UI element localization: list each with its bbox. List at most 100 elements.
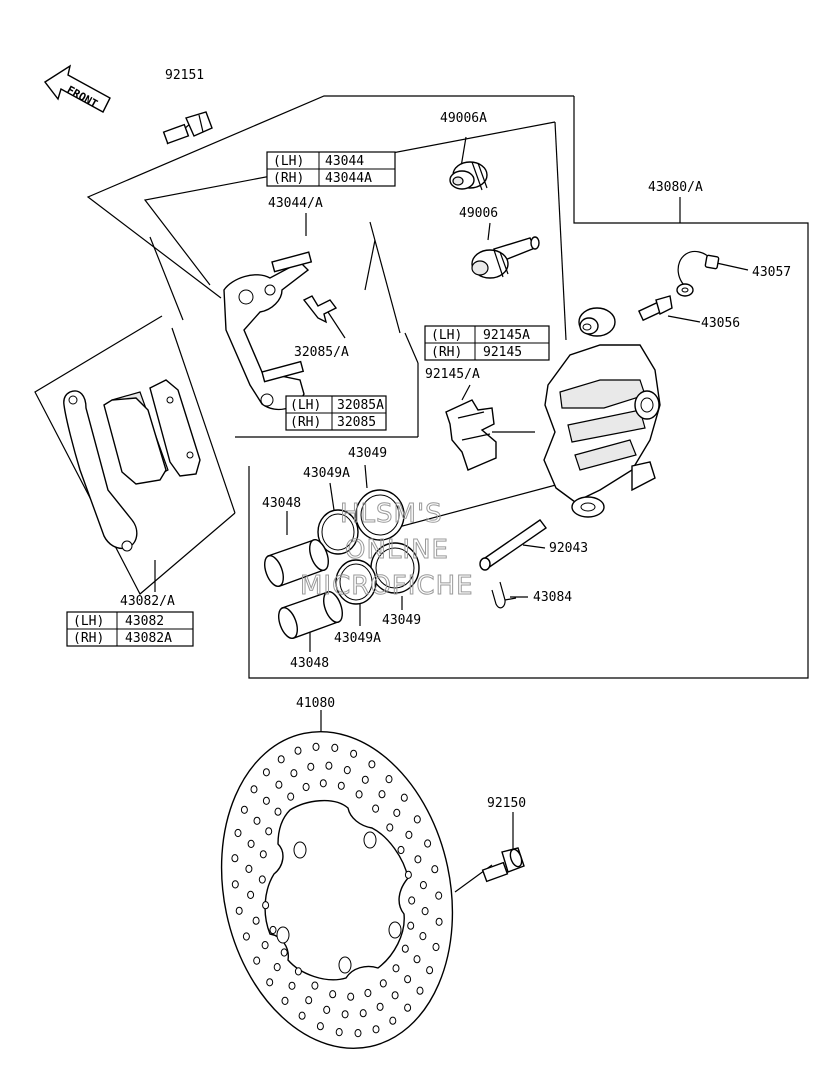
disc-vent-hole xyxy=(259,850,267,859)
table-43044-side-2: (RH) xyxy=(273,171,304,186)
disc-vent-hole xyxy=(386,823,394,832)
disc-vent-hole xyxy=(316,1022,324,1031)
brake-pads-43082-icon xyxy=(63,379,201,552)
disc-vent-hole xyxy=(379,979,387,988)
front-arrow-icon: FRONT xyxy=(43,64,111,113)
disc-vent-hole xyxy=(247,839,255,849)
disc-vent-hole xyxy=(416,986,424,995)
watermark-line-3: MICROFICHE xyxy=(300,571,474,601)
disc-vent-hole xyxy=(361,775,369,784)
label-92151: 92151 xyxy=(165,68,204,83)
disc-vent-hole xyxy=(376,1002,384,1011)
disc-vent-hole xyxy=(240,805,248,814)
disc-vent-hole xyxy=(266,978,274,987)
disc-vent-hole xyxy=(392,964,400,973)
disc-vent-hole xyxy=(401,944,409,953)
disc-vent-hole xyxy=(343,766,351,775)
disc-vent-hole xyxy=(404,975,412,984)
disc-vent-hole xyxy=(242,932,250,941)
disc-vent-hole xyxy=(424,839,432,848)
disc-vent-hole xyxy=(404,1003,412,1012)
watermark-line-1: HLSM'S xyxy=(340,499,443,529)
label-92043: 92043 xyxy=(549,541,588,556)
disc-vent-hole xyxy=(413,815,421,824)
clip-32085-icon xyxy=(302,295,338,324)
disc-vent-hole xyxy=(405,830,413,840)
table-43044-side-1: (LH) xyxy=(273,154,304,169)
table-32085: (LH) 32085A (RH) 32085 xyxy=(285,395,387,431)
disc-vent-hole xyxy=(335,1028,343,1037)
table-43044-part-1: 43044 xyxy=(325,154,364,169)
label-43084: 43084 xyxy=(533,590,572,605)
disc-vent-hole xyxy=(274,807,282,816)
disc-vent-hole xyxy=(359,1009,367,1018)
disc-vent-hole xyxy=(302,782,310,792)
fitting-43057-icon xyxy=(676,250,720,297)
disc-vent-hole xyxy=(419,932,427,941)
label-32085-A: 32085/A xyxy=(294,345,349,360)
seal-43049-top-icon xyxy=(355,489,405,541)
brake-disc-41080-icon xyxy=(220,731,454,1049)
disc-vent-hole xyxy=(364,988,372,998)
boot-49006-icon xyxy=(471,236,540,279)
table-92145-part-2: 92145 xyxy=(483,345,522,360)
disc-vent-hole xyxy=(234,828,242,838)
disc-vent-hole xyxy=(280,948,288,957)
disc-vent-hole xyxy=(408,896,416,905)
disc-vent-hole xyxy=(307,762,315,771)
disc-vent-hole xyxy=(231,854,239,863)
disc-vent-hole xyxy=(435,891,443,900)
bolt-92150-icon xyxy=(481,847,525,883)
disc-vent-hole xyxy=(288,981,296,990)
table-92145-part-1: 92145A xyxy=(483,328,530,343)
disc-mount-hole xyxy=(363,831,377,849)
disc-vent-hole xyxy=(389,1016,397,1025)
clip-43084-icon xyxy=(491,581,517,609)
label-43049A-top: 43049A xyxy=(303,466,350,481)
label-92150: 92150 xyxy=(487,796,526,811)
disc-vent-hole xyxy=(368,760,376,769)
seal-43049-bottom-icon xyxy=(370,542,420,594)
disc-vent-hole xyxy=(258,875,266,884)
label-43048-top: 43048 xyxy=(262,496,301,511)
label-43049-top: 43049 xyxy=(348,446,387,461)
label-43044-A: 43044/A xyxy=(268,196,323,211)
disc-vent-hole xyxy=(281,996,289,1006)
boot-49006A-icon xyxy=(449,161,488,191)
disc-vent-hole xyxy=(294,746,302,755)
label-92145-A: 92145/A xyxy=(425,367,480,382)
watermark-line-2: ONLINE xyxy=(345,535,449,565)
table-32085-part-2: 32085 xyxy=(337,415,376,430)
disc-vent-hole xyxy=(275,780,283,789)
disc-vent-hole xyxy=(245,864,253,874)
label-49006A: 49006A xyxy=(440,111,487,126)
disc-vent-hole xyxy=(385,775,393,784)
disc-vent-hole xyxy=(231,880,239,889)
seal-43049A-bottom-icon xyxy=(335,559,377,605)
table-43082-side-1: (LH) xyxy=(73,614,104,629)
disc-vent-hole xyxy=(414,855,422,864)
bleeder-43056-icon xyxy=(637,295,673,322)
disc-vent-hole xyxy=(265,827,273,836)
disc-vent-hole xyxy=(273,963,281,972)
disc-vent-hole xyxy=(262,901,270,910)
disc-vent-hole xyxy=(323,1005,331,1015)
table-92145: (LH) 92145A (RH) 92145 xyxy=(424,325,550,361)
table-32085-side-2: (RH) xyxy=(290,415,321,430)
disc-vent-hole xyxy=(252,916,260,925)
pin-92043-icon xyxy=(479,519,547,571)
table-43082: (LH) 43082 (RH) 43082A xyxy=(66,611,194,647)
disc-vent-hole xyxy=(235,906,243,915)
disc-vent-hole xyxy=(319,779,327,788)
table-43082-side-2: (RH) xyxy=(73,631,104,646)
disc-vent-hole xyxy=(305,996,313,1005)
caliper-bracket-43044-icon xyxy=(223,251,313,411)
disc-vent-hole xyxy=(253,956,261,965)
disc-vent-hole xyxy=(250,785,258,794)
disc-mount-hole xyxy=(338,956,352,974)
disc-vent-hole xyxy=(290,769,298,778)
disc-vent-hole xyxy=(337,781,345,790)
disc-vent-hole xyxy=(341,1010,349,1019)
part-labels: 92151 49006A 43044/A 49006 43080/A 43057… xyxy=(120,68,791,811)
